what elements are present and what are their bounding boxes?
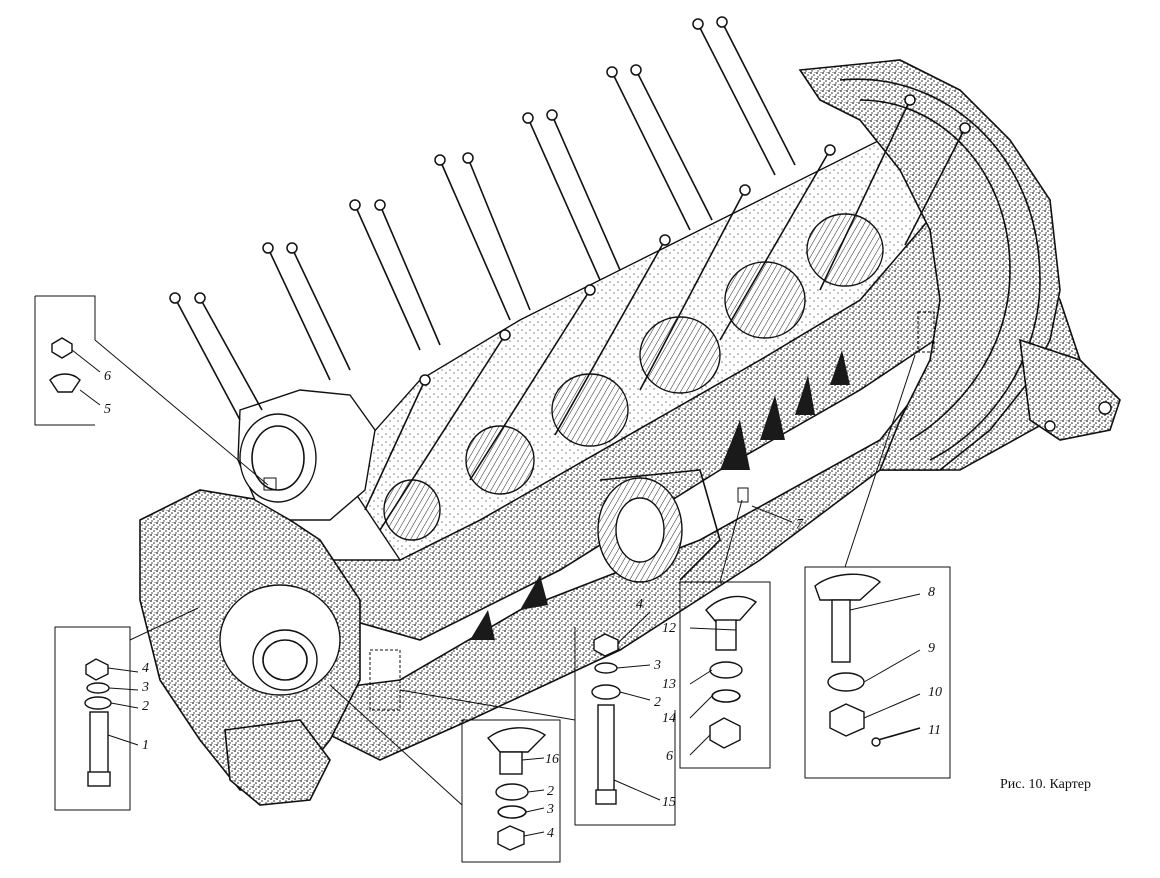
- washer-icon: [709, 661, 743, 679]
- coolant-pipe-fitting: [597, 469, 721, 583]
- figure-caption: Рис. 10. Картер: [1000, 777, 1091, 792]
- callout-label: 7: [796, 517, 804, 532]
- callout-label: 11: [928, 723, 941, 738]
- casting-section-icon: [486, 727, 547, 753]
- callout-label: 12: [662, 621, 676, 636]
- head-studs: [169, 16, 971, 531]
- leader-lines: [94, 339, 916, 806]
- detail-group-mid-right: 12 13 14 6: [662, 595, 758, 764]
- split-ring-icon: [711, 689, 741, 703]
- callout-label: 3: [141, 680, 149, 695]
- stud-bolt-icon: [715, 619, 737, 651]
- casting-section-icon: [814, 573, 882, 601]
- callout-label: 15: [662, 795, 676, 810]
- detail-group-top-left: 6 5: [49, 337, 111, 417]
- split-ring-icon: [594, 662, 618, 674]
- stud-bolt-icon: [499, 751, 523, 775]
- detail-group-left: 4 3 2 1: [84, 658, 149, 787]
- callout-label: 6: [104, 369, 111, 384]
- callout-label: 4: [636, 597, 643, 612]
- callout-label: 2: [142, 699, 149, 714]
- crankcase-block-icon: [139, 59, 1121, 806]
- callout-label: 13: [662, 677, 676, 692]
- side-ribs: [470, 350, 850, 640]
- hex-nut-icon: [593, 633, 619, 657]
- cotter-pin-icon: [871, 727, 921, 747]
- castle-nut-icon: [829, 703, 865, 737]
- stud-bolt-icon: [831, 599, 851, 663]
- tab-washer-icon: [49, 373, 81, 393]
- callout-label: 10: [928, 685, 942, 700]
- callout-label: 6: [666, 749, 673, 764]
- detail-group-bottom: 16 2 3 4: [486, 727, 559, 851]
- callout-label: 5: [104, 402, 111, 417]
- split-ring-icon: [497, 805, 527, 819]
- hex-nut-icon: [497, 825, 525, 851]
- callout-label: 4: [547, 826, 554, 841]
- cylinder-bores: [383, 213, 884, 541]
- callout-label: 14: [662, 711, 676, 726]
- callout-label: 1: [142, 738, 149, 753]
- stud-bolt-icon: [87, 711, 111, 787]
- stud-bolt-icon: [595, 704, 617, 805]
- hex-nut-icon: [709, 717, 741, 749]
- callout-label: 8: [928, 585, 935, 600]
- washer-icon: [495, 783, 529, 801]
- washer-icon: [827, 672, 865, 692]
- callout-label: 16: [545, 752, 559, 767]
- callout-label: 9: [928, 641, 935, 656]
- callout-label: 3: [546, 802, 554, 817]
- hex-nut-icon: [85, 658, 109, 681]
- split-ring-icon: [86, 682, 110, 694]
- callout-label: 4: [142, 661, 149, 676]
- washer-icon: [84, 696, 112, 710]
- callout-label: 3: [653, 658, 661, 673]
- detail-group-right: 8 9 10 11: [814, 573, 942, 747]
- callout-label: 2: [547, 784, 554, 799]
- hex-nut-icon: [51, 337, 73, 359]
- detail-group-center: 4 3 2 15: [591, 597, 676, 810]
- casting-section-icon: [705, 595, 758, 623]
- callout-label: 2: [654, 695, 661, 710]
- washer-icon: [591, 684, 621, 700]
- callout-frames: [34, 295, 951, 863]
